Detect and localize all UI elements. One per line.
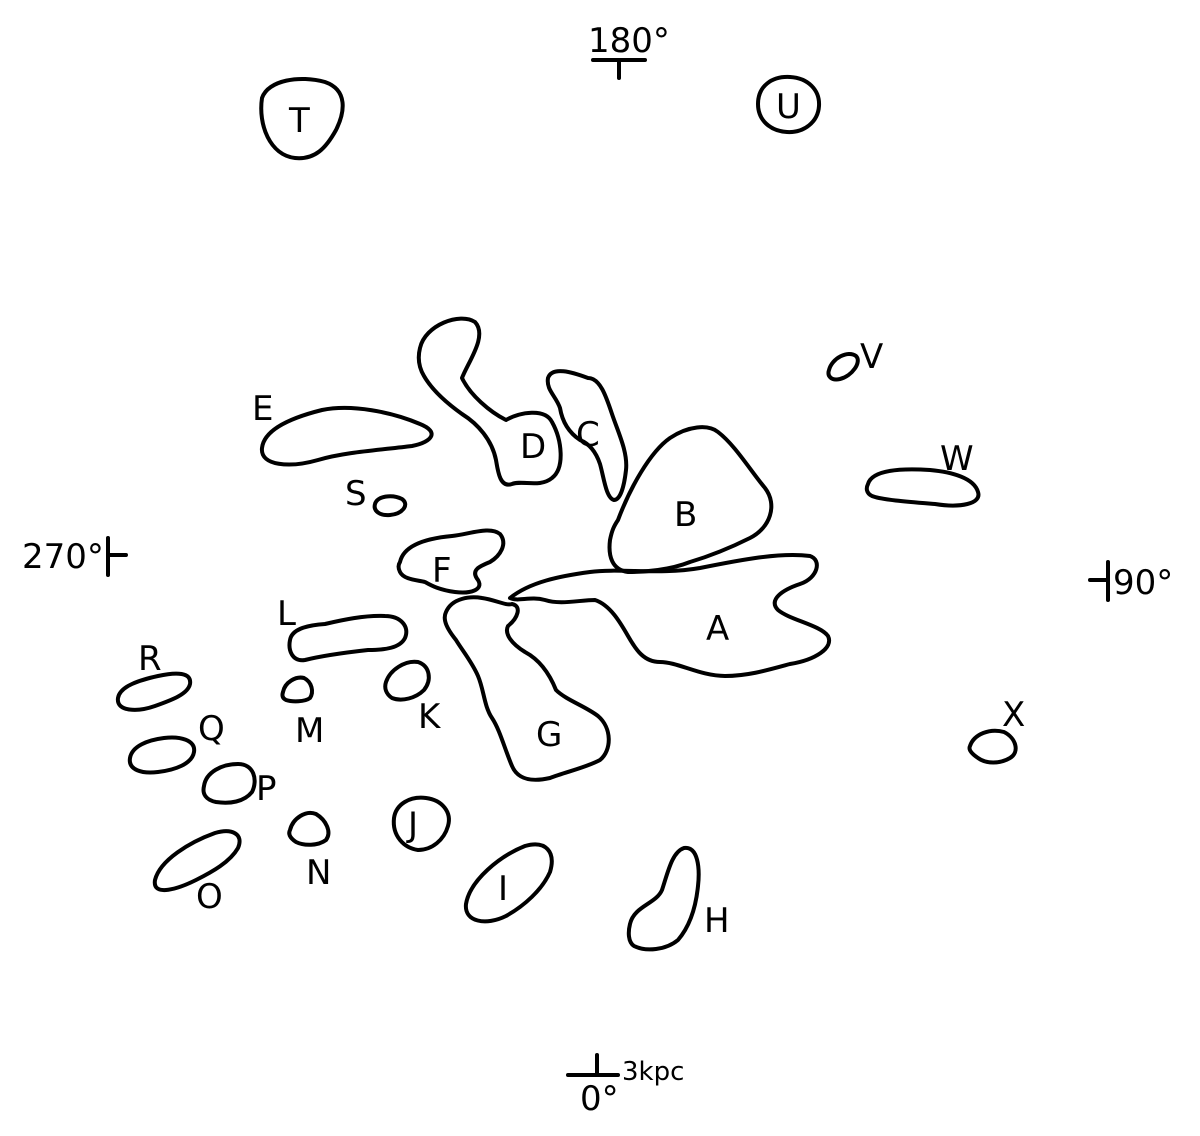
region-C-label: C [576,415,600,455]
region-M-outline [280,675,314,704]
region-T-label: T [288,101,310,141]
region-O-outline [152,829,242,893]
region-I-outline [463,842,554,924]
region-S-outline [372,494,408,518]
region-X-outline [967,728,1018,765]
region-W-label: W [940,439,974,479]
axis-right-marker: 90° [1088,560,1173,603]
region-U-outline [756,74,822,135]
region-L-outline [287,613,409,663]
region-N-outline [287,811,331,847]
region-J-outline [391,795,451,852]
region-X-label: X [1002,695,1025,735]
region-Q-outline [127,735,197,775]
axis-left-label: 270° [22,537,104,577]
axis-right-label: 90° [1113,563,1173,603]
region-G-outline [442,595,611,782]
region-W-outline [864,467,981,508]
region-F-outline [396,528,506,595]
region-A-label: A [706,609,729,649]
axis-left-marker: 270° [22,536,128,577]
region-K-label: K [418,697,442,737]
region-H-outline [626,845,701,952]
region-D-outline [416,316,563,487]
region-B-outline [607,425,774,574]
region-P-outline [201,762,257,805]
region-V-outline [826,351,860,382]
region-S-label: S [345,474,367,514]
region-A-outline [508,552,832,678]
axis-top-marker: 180° [588,21,670,80]
region-U-label: U [776,87,801,127]
region-Q-label: Q [198,709,225,749]
region-P-label: P [256,769,277,809]
region-I-label: I [498,869,508,909]
region-M-label: M [295,711,324,751]
region-R-outline [115,671,193,712]
region-H-label: H [704,901,730,941]
region-K-outline [383,659,431,702]
axis-bottom-label: 0° [580,1079,619,1119]
axis-bottom-marker: 0° 3kpc [566,1053,684,1119]
region-N-label: N [306,853,331,893]
region-R-label: R [138,639,162,679]
region-D-label: D [520,427,546,467]
region-T-outline [259,77,345,161]
region-V-label: V [860,337,883,377]
region-L-label: L [277,594,296,634]
region-C-outline [545,369,629,502]
region-G-label: G [536,715,562,755]
region-E-outline [260,406,434,467]
region-J-label: J [406,805,418,845]
axis-top-label: 180° [588,21,670,61]
region-E-label: E [252,389,273,429]
region-O-label: O [196,877,223,917]
region-B-label: B [674,495,697,535]
region-F-label: F [432,551,452,591]
scale-label: 3kpc [622,1057,684,1087]
